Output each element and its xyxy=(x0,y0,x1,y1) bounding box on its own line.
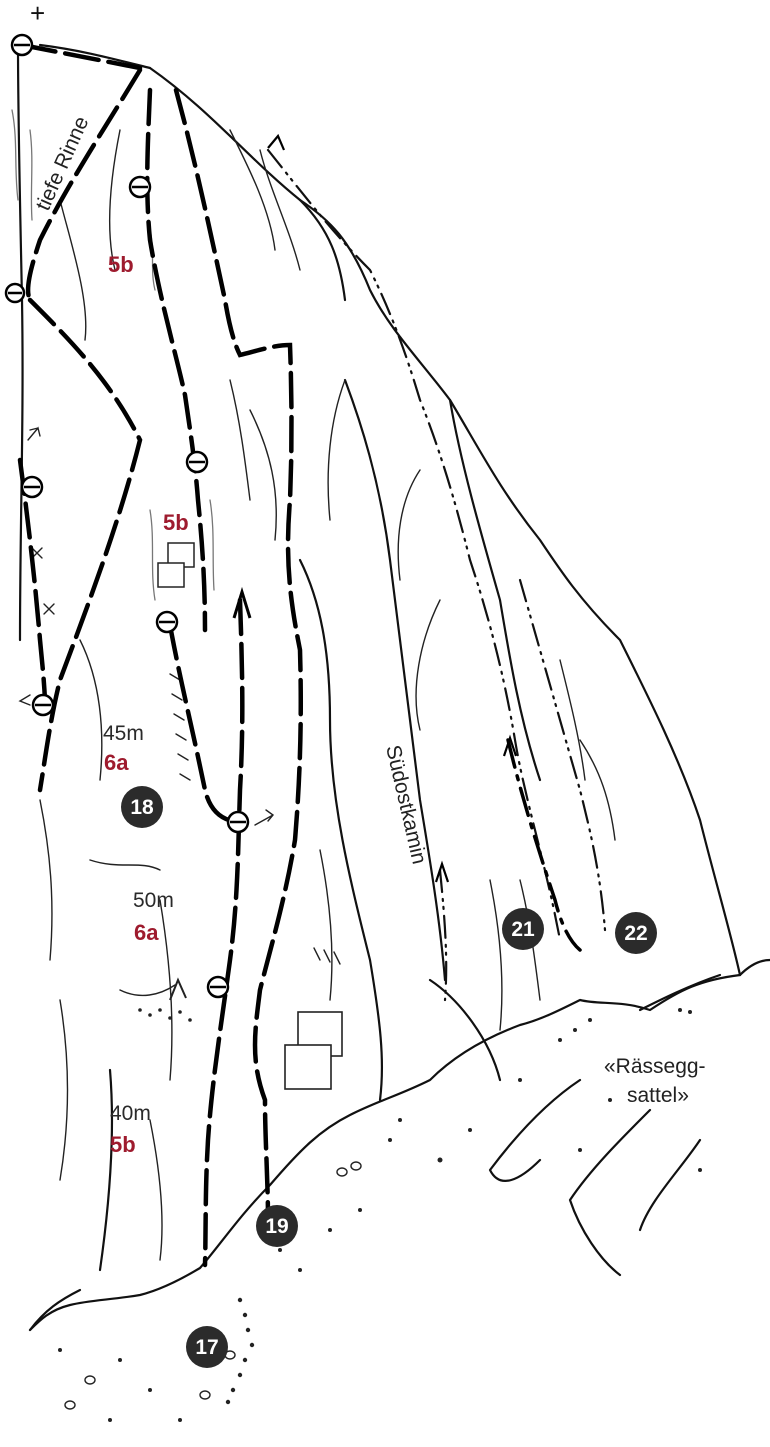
summit-mark: + xyxy=(30,0,45,28)
chimney-label: Südostkamin xyxy=(381,743,431,866)
pitch-length-label: 50m xyxy=(133,889,174,912)
belay-station xyxy=(228,812,248,832)
grade-label: 5b xyxy=(163,510,189,535)
belay-station xyxy=(33,695,53,715)
pitch-length-label: 40m xyxy=(110,1102,151,1125)
route-badge-18: 18 xyxy=(121,786,163,828)
route-number: 17 xyxy=(195,1336,218,1359)
grade-label: 6a xyxy=(134,920,159,945)
route-number: 22 xyxy=(624,922,647,945)
grade-label: 5b xyxy=(108,252,134,277)
route-badge-19: 19 xyxy=(256,1205,298,1247)
route-badge-22: 22 xyxy=(615,912,657,954)
grade-label: 5b xyxy=(110,1132,136,1157)
belay-station xyxy=(130,177,150,197)
pitch-length-label: 45m xyxy=(103,722,144,745)
belay-station xyxy=(12,35,32,55)
route-number: 19 xyxy=(265,1215,288,1238)
route-number: 18 xyxy=(130,796,154,819)
grade-label: 6a xyxy=(104,750,129,775)
route-badge-21: 21 xyxy=(502,908,544,950)
saddle-label-line2: sattel» xyxy=(627,1084,689,1107)
belay-station xyxy=(22,477,42,497)
route-badge-17: 17 xyxy=(186,1326,228,1368)
belay-station xyxy=(6,284,24,302)
saddle-label-line1: «Rässegg- xyxy=(604,1055,706,1078)
belay-station xyxy=(208,977,228,997)
route-badges: 18 17 19 21 22 xyxy=(121,786,657,1368)
belay-station xyxy=(187,452,207,472)
blocks xyxy=(158,543,342,1089)
belay-station xyxy=(157,612,177,632)
route-number: 21 xyxy=(511,918,535,941)
